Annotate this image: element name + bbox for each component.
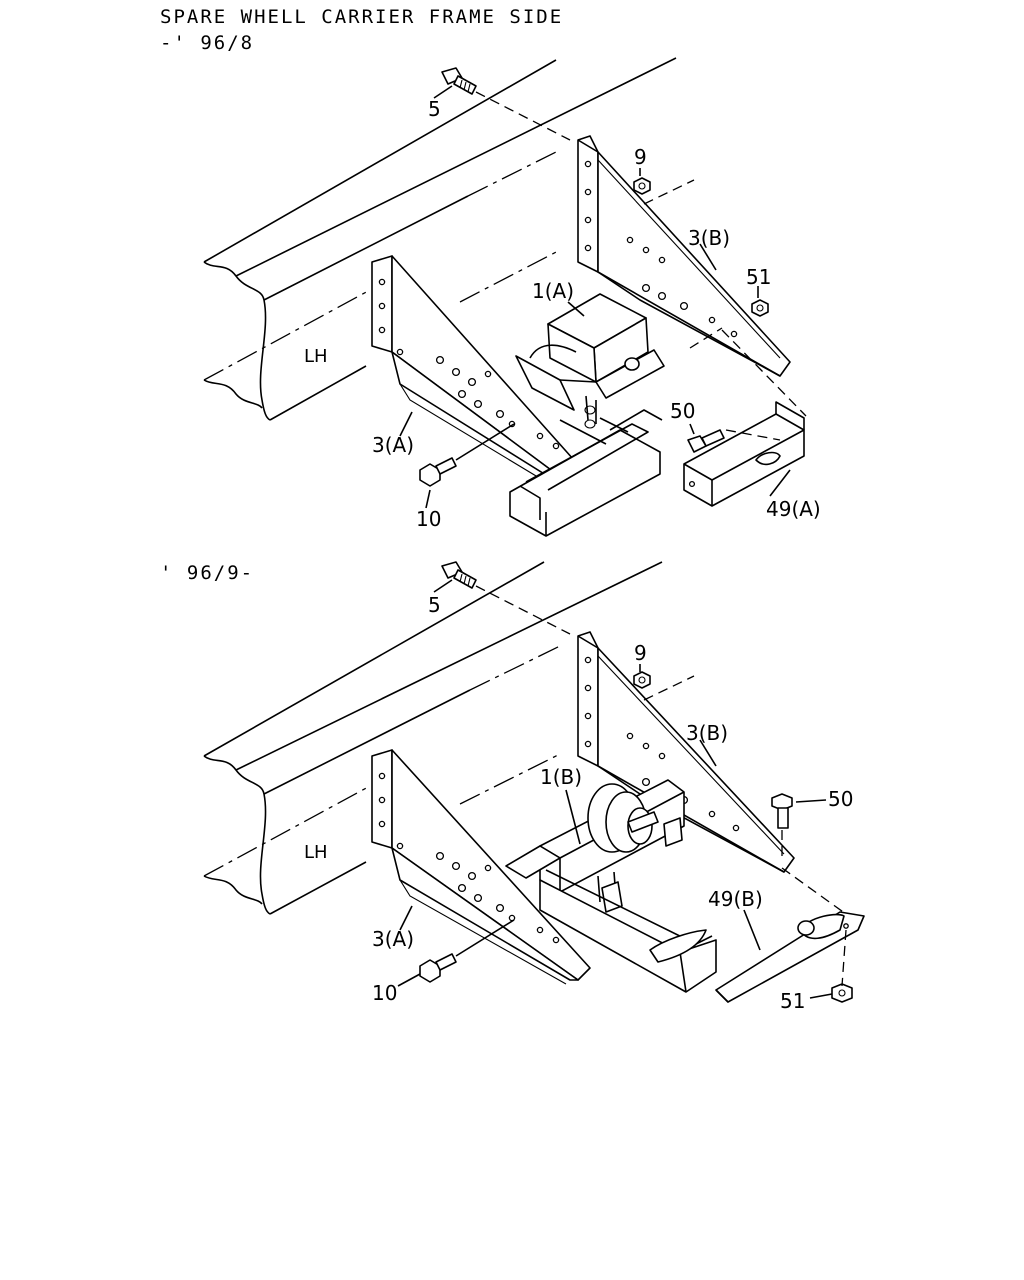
- callout-9-upper: 9: [634, 145, 647, 169]
- callout-1b-lower: 1(B): [540, 765, 582, 789]
- crossmember-channel-lower: [539, 869, 717, 993]
- callout-10-upper: 10: [416, 507, 441, 531]
- callout-1a-upper: 1(A): [532, 279, 574, 303]
- callout-51-upper: 51: [746, 265, 771, 289]
- nut-9-lower: [633, 671, 651, 689]
- callout-49a-upper: 49(A): [766, 497, 821, 521]
- period-label-early: -' 96/8: [160, 32, 255, 54]
- lh-label-lower: LH: [304, 842, 328, 863]
- bracket-3b-upper: [577, 135, 791, 377]
- callout-3a-lower: 3(A): [372, 927, 414, 951]
- carrier-1a-upper: [515, 293, 665, 429]
- period-label-late: ' 96/9-: [160, 562, 255, 584]
- lower-assembly: LH 5 9 3(B) 1(B) 50 3(A) 49(B) 10 51: [203, 561, 865, 1013]
- bolt-50-lower: [771, 793, 793, 829]
- lh-label-upper: LH: [304, 346, 328, 367]
- callout-3b-upper: 3(B): [688, 226, 730, 250]
- crossmember-channel-upper: [509, 409, 663, 537]
- nut-51-upper: [751, 299, 769, 317]
- callout-49b-lower: 49(B): [708, 887, 763, 911]
- callout-50-upper: 50: [670, 399, 695, 423]
- diagram-title: SPARE WHELL CARRIER FRAME SIDE: [160, 6, 564, 28]
- callout-10-lower: 10: [372, 981, 397, 1005]
- nut-9-upper: [633, 177, 651, 195]
- plate-49a-upper: [683, 401, 805, 507]
- callout-50-lower: 50: [828, 787, 853, 811]
- callout-9-lower: 9: [634, 641, 647, 665]
- callout-3b-lower: 3(B): [686, 721, 728, 745]
- frame-rail-upper: [203, 57, 677, 421]
- bracket-3a-lower: [371, 749, 591, 985]
- bolt-10-upper: [419, 457, 457, 487]
- carrier-1b-lower: [505, 779, 685, 913]
- bolt-5-lower: [441, 561, 477, 589]
- callout-5-lower: 5: [428, 593, 441, 617]
- callout-5-upper: 5: [428, 97, 441, 121]
- upper-assembly: LH 5 9 3(B) 51 1(A) 50 3(A) 10 49(A): [203, 57, 821, 537]
- bolt-5-upper: [441, 67, 477, 95]
- frame-rail-lower: [203, 561, 663, 915]
- nut-51-lower: [831, 983, 853, 1003]
- callout-3a-upper: 3(A): [372, 433, 414, 457]
- plate-49b-lower: [715, 911, 865, 1003]
- bolt-50-upper: [687, 429, 725, 453]
- bolt-10-lower: [419, 953, 457, 983]
- callout-51-lower: 51: [780, 989, 805, 1013]
